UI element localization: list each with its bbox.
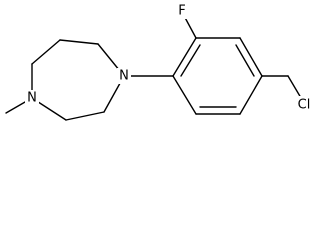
chemical-structure: N N F Cl xyxy=(5,3,314,121)
bond-c2-c3 xyxy=(59,39,99,45)
fluorine-text: F xyxy=(178,4,185,19)
n-aryl-text: N xyxy=(119,69,129,84)
bond-c6-c7 xyxy=(65,111,105,121)
diazepane-ring xyxy=(31,39,125,121)
n-methyl-text: N xyxy=(27,91,37,106)
bond-ar1-ar2 xyxy=(172,37,197,77)
bond-ar6-ar1 xyxy=(172,75,197,115)
chlorine-text: Cl xyxy=(298,98,311,113)
bond-ar3-ar4 xyxy=(239,37,263,77)
benzene-ring xyxy=(172,37,263,115)
double-bond-ar3-ar4 xyxy=(235,44,255,77)
bond-c3-c4 xyxy=(31,39,61,65)
atom-label-n-methyl: N xyxy=(25,90,39,106)
atom-label-chlorine: Cl xyxy=(294,96,314,113)
double-bond-ar1-ar2 xyxy=(180,44,201,77)
bond-ar4-ar5 xyxy=(239,75,263,115)
atom-label-n-aryl: N xyxy=(117,68,131,84)
atom-label-fluorine: F xyxy=(176,3,189,19)
